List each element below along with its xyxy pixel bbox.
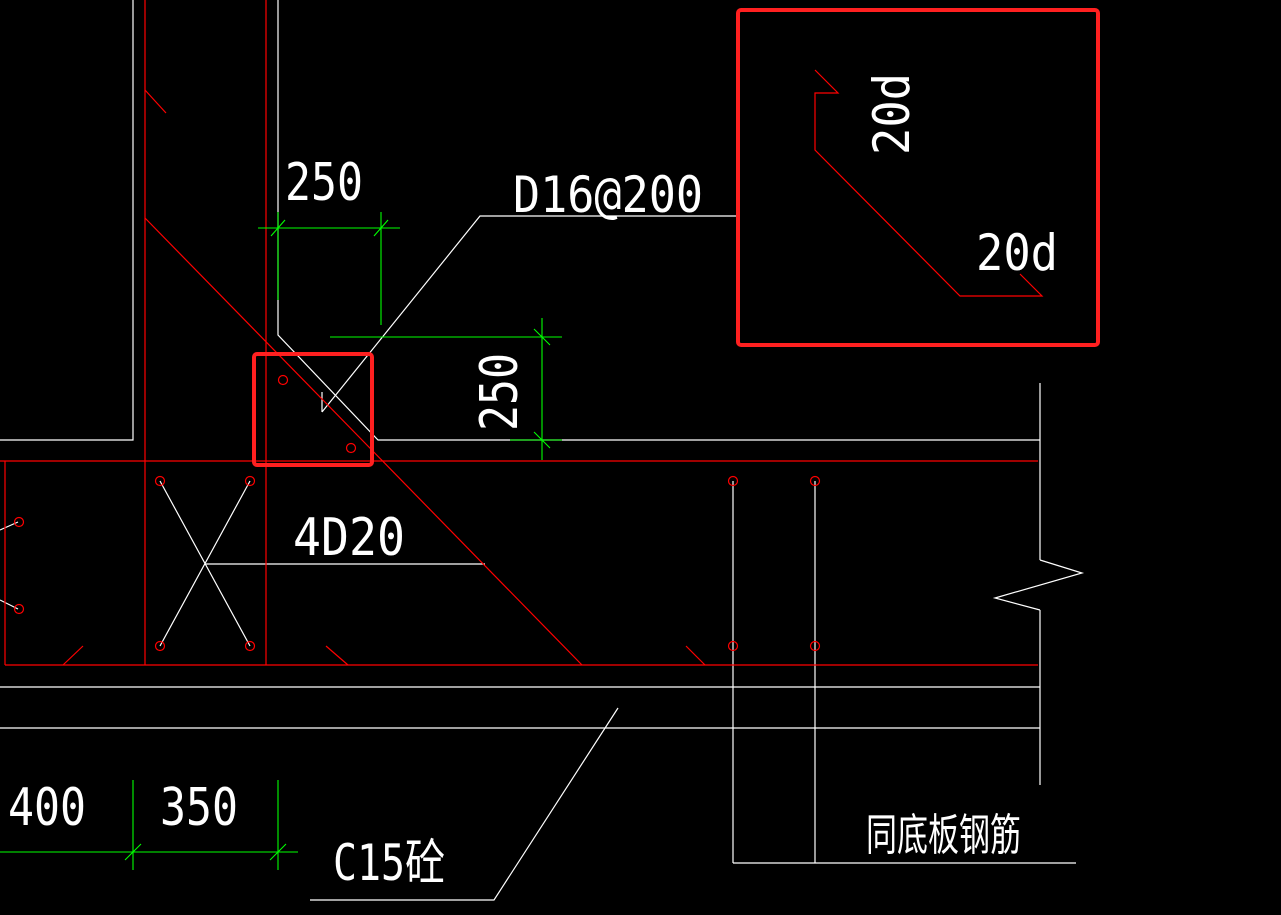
concrete-label-text: C15砼 (333, 834, 445, 892)
rebar-dot (244, 640, 256, 652)
corner-highlight-box (252, 352, 374, 467)
structural-outlines (0, 0, 1085, 901)
rebar-lines (0, 0, 1044, 666)
corner-bars-text: 4D20 (293, 508, 405, 568)
dimension-lines (0, 212, 562, 870)
corner-diagonal-rebar (144, 217, 583, 666)
rebar-dot (244, 475, 256, 487)
dim-400-text: 400 (8, 778, 86, 838)
hook-bottom-2 (325, 645, 349, 666)
dim-250-v-tick-bottom (533, 431, 551, 449)
detail-rebar-shape (814, 69, 1044, 297)
annotation-texts: 250 D16@200 250 4D20 20d 20d 400 350 C15… (8, 73, 1058, 892)
hook-bottom-3 (685, 645, 706, 666)
dim-250-h-tick-left (270, 219, 286, 237)
left-stub-1 (0, 521, 19, 531)
dim-250-h-tick-right (373, 219, 389, 237)
dim-bottom-tick-2 (269, 843, 287, 861)
wall-inner-outline (0, 0, 134, 441)
concrete-leader (310, 707, 619, 901)
rebar-dot (13, 516, 25, 528)
rebar-dot (154, 640, 166, 652)
rebar-dots (13, 374, 821, 652)
detail-20d-vertical-text: 20d (863, 73, 921, 155)
rebar-dot (809, 475, 821, 487)
hook-bottom-1 (62, 645, 84, 666)
rebar-dot (13, 603, 25, 615)
detail-highlight-box (736, 8, 1100, 347)
rebar-callout-leader (321, 215, 737, 413)
highlight-boxes (252, 8, 1100, 467)
dim-250-horizontal-text: 250 (285, 153, 363, 213)
rebar-dot (727, 475, 739, 487)
rebar-dot (154, 475, 166, 487)
wall-hook-top (144, 89, 167, 114)
rebar-dot (809, 640, 821, 652)
detail-20d-horizontal-text: 20d (976, 224, 1058, 282)
wall-outer-outline (277, 0, 1040, 441)
rebar-dot (345, 442, 357, 454)
break-line-symbol (992, 559, 1085, 611)
dim-250-vertical-text: 250 (470, 353, 530, 431)
dim-350-text: 350 (160, 778, 238, 838)
dim-250-v-tick-top (533, 328, 551, 346)
rebar-callout-text: D16@200 (513, 166, 703, 224)
rebar-dot (727, 640, 739, 652)
slab-rebar-note-text: 同底板钢筋 (866, 810, 1021, 861)
rebar-dot (277, 374, 289, 386)
dim-bottom-tick-1 (124, 843, 142, 861)
